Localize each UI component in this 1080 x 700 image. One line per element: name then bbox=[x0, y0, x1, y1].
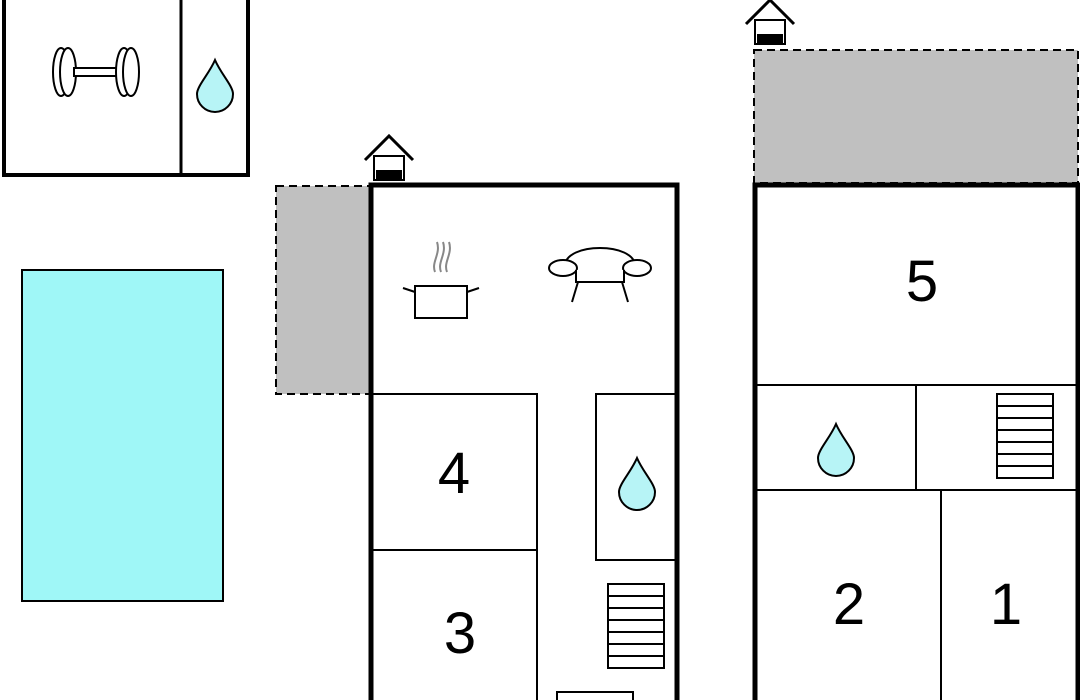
room-label-2: 2 bbox=[833, 572, 865, 637]
dumbbell-icon bbox=[52, 47, 140, 97]
house-entrance-icon bbox=[363, 134, 415, 182]
room-label-5: 5 bbox=[906, 249, 938, 314]
stairs-icon bbox=[607, 583, 665, 669]
cooking-pot-icon bbox=[402, 241, 480, 319]
house-entrance-icon bbox=[744, 0, 796, 46]
stairs-icon bbox=[996, 393, 1054, 479]
sofa-icon bbox=[548, 247, 652, 303]
room-label-4: 4 bbox=[438, 441, 470, 506]
room-label-1: 1 bbox=[990, 572, 1022, 637]
terrace-top bbox=[753, 49, 1079, 184]
room-label-3: 3 bbox=[444, 601, 476, 666]
swimming-pool bbox=[21, 269, 224, 602]
terrace-left bbox=[275, 185, 371, 395]
